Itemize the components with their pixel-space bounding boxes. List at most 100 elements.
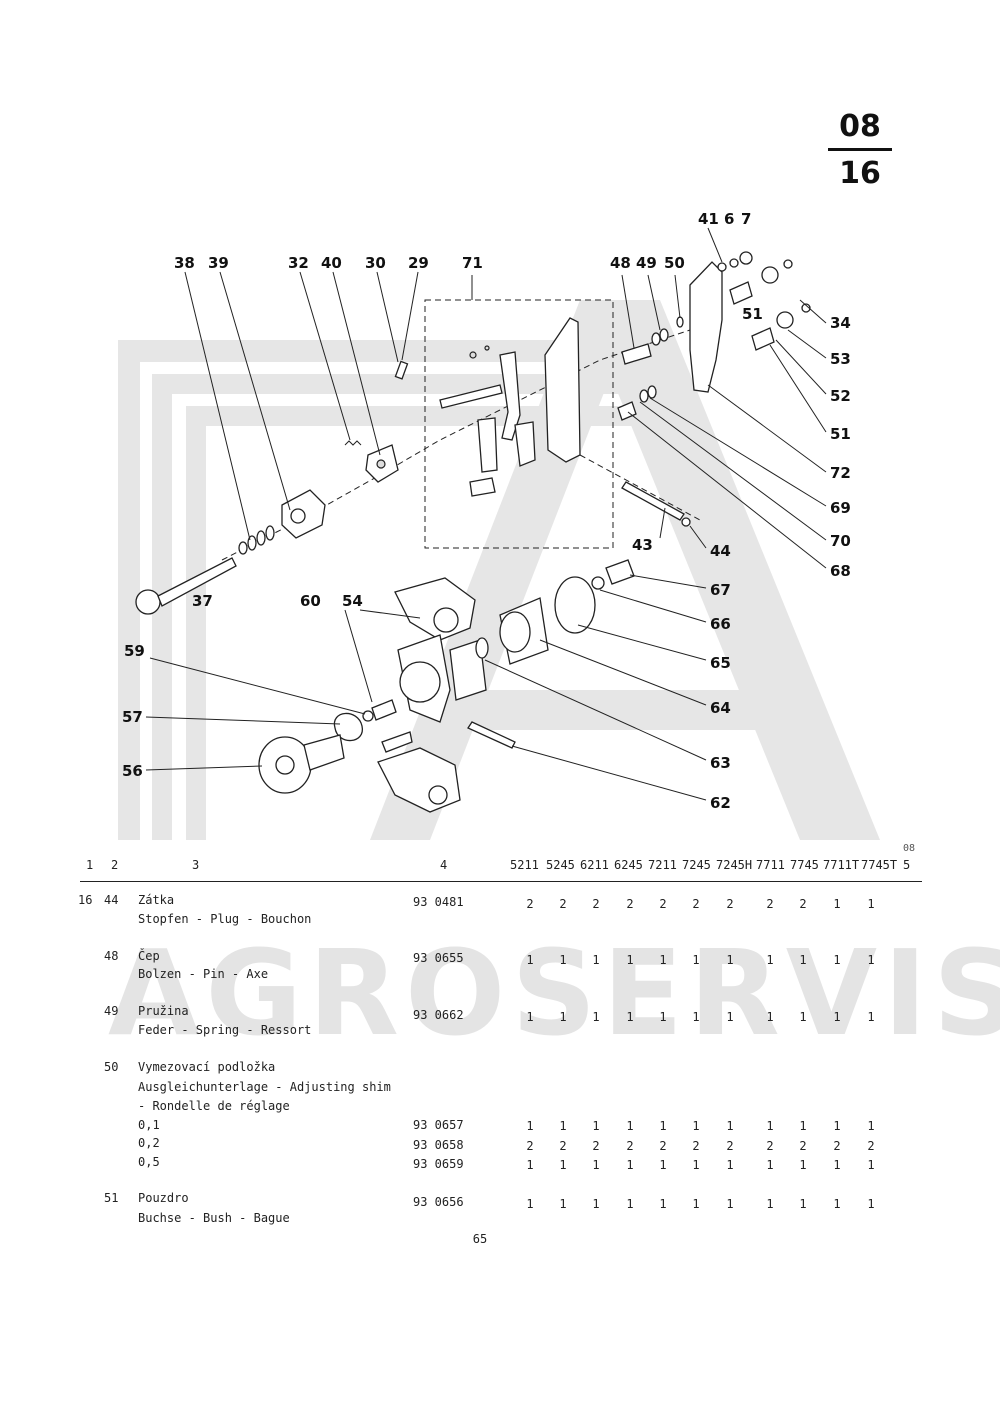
part-number: 93 0662 (413, 1008, 464, 1022)
quantity: 1 (867, 953, 875, 967)
part-name: Zátka (138, 893, 175, 907)
quantity: 2 (626, 897, 634, 911)
quantity: 2 (799, 897, 807, 911)
callout-labels: 38 39 32 40 30 29 71 48 49 50 41 6 7 34 … (122, 210, 851, 812)
quantity: 1 (592, 1158, 600, 1172)
part-description: Buchse - Bush - Bague (138, 1211, 290, 1225)
corner-mark: 08 (903, 843, 916, 854)
quantity: 1 (626, 953, 634, 967)
callout: 6 (724, 210, 734, 228)
assembly-axis-line-2 (579, 454, 701, 521)
callout: 57 (122, 708, 143, 726)
shim-size: 0,5 (138, 1155, 160, 1169)
lever-assembly-parts (439, 317, 581, 497)
callout: 53 (830, 350, 851, 368)
quantity: 1 (799, 1119, 807, 1133)
quantity: 1 (833, 1119, 841, 1133)
model-header: 7745T (861, 858, 898, 872)
part-number: 93 0655 (413, 951, 464, 965)
callout: 56 (122, 762, 143, 780)
callout: 50 (664, 254, 685, 272)
callout: 63 (710, 754, 731, 772)
quantity: 1 (867, 1010, 875, 1024)
shim-size: 0,1 (138, 1118, 160, 1132)
nut-washer-parts (717, 251, 811, 329)
callout: 60 (300, 592, 321, 610)
section-number-divider (828, 148, 892, 151)
position-number: 16 (78, 893, 93, 907)
item-number: 50 (104, 1060, 119, 1074)
callout: 69 (830, 499, 851, 517)
quantity: 2 (766, 897, 774, 911)
quantity: 1 (659, 1010, 667, 1024)
quantity: 1 (726, 1197, 734, 1211)
quantity: 2 (726, 897, 734, 911)
model-header: 5245 (546, 858, 575, 872)
quantity: 1 (559, 1197, 567, 1211)
quantity: 2 (766, 1139, 774, 1153)
quantity: 2 (626, 1139, 634, 1153)
model-header: 5211 (510, 858, 539, 872)
model-header: 7711 (756, 858, 785, 872)
quantity: 2 (526, 897, 534, 911)
quantity: 1 (626, 1197, 634, 1211)
quantity: 2 (692, 897, 700, 911)
bolt-part (135, 557, 237, 615)
callout: 59 (124, 642, 145, 660)
quantity: 1 (867, 1197, 875, 1211)
model-header: 7745 (790, 858, 819, 872)
part-description: Bolzen - Pin - Axe (138, 967, 269, 981)
quantity: 1 (766, 1010, 774, 1024)
column-label-4: 4 (440, 858, 448, 872)
quantity: 1 (833, 953, 841, 967)
part-description-2: - Rondelle de réglage (138, 1099, 290, 1113)
leader-lines (145, 227, 827, 801)
quantity: 1 (692, 1119, 700, 1133)
quantity: 1 (833, 1158, 841, 1172)
watermark-text: AGROSERVIS (108, 924, 1000, 1062)
callout: 68 (830, 562, 851, 580)
callout: 64 (710, 699, 731, 717)
quantity: 1 (833, 897, 841, 911)
shim-size: 0,2 (138, 1136, 160, 1150)
callout: 70 (830, 532, 851, 550)
quantity: 1 (726, 1010, 734, 1024)
quantity: 2 (559, 1139, 567, 1153)
quantity: 1 (526, 1119, 534, 1133)
quantity: 2 (799, 1139, 807, 1153)
quantity: 2 (659, 1139, 667, 1153)
model-header: 6211 (580, 858, 609, 872)
quantity: 1 (559, 953, 567, 967)
callout: 32 (288, 254, 309, 272)
callout: 29 (408, 254, 429, 272)
quantity: 1 (659, 953, 667, 967)
callout: 51 (742, 305, 763, 323)
callout: 39 (208, 254, 229, 272)
quantity: 1 (833, 1197, 841, 1211)
part-number: 93 0657 (413, 1118, 464, 1132)
callout: 38 (174, 254, 195, 272)
callout: 34 (830, 314, 851, 332)
quantity: 1 (626, 1158, 634, 1172)
callout: 7 (741, 210, 751, 228)
quantity: 1 (526, 953, 534, 967)
section-number: 08 16 (828, 112, 892, 189)
quantity: 1 (833, 1010, 841, 1024)
column-label-2: 2 (111, 858, 119, 872)
column-label-5: 5 (903, 858, 911, 872)
quantity: 1 (867, 1119, 875, 1133)
part-number: 93 0658 (413, 1138, 464, 1152)
quantity: 2 (867, 1139, 875, 1153)
quantity: 1 (766, 1197, 774, 1211)
callout: 43 (632, 536, 653, 554)
section-number-bottom: 16 (839, 156, 881, 191)
part-description: Stopfen - Plug - Bouchon (138, 912, 312, 926)
part-name: Vymezovací podložka (138, 1060, 276, 1074)
quantity: 1 (799, 953, 807, 967)
quantity: 1 (559, 1010, 567, 1024)
quantity: 2 (592, 1139, 600, 1153)
quantity: 1 (559, 1158, 567, 1172)
quantity: 1 (592, 1119, 600, 1133)
item-number: 51 (104, 1191, 119, 1205)
section-number-top: 08 (839, 109, 881, 144)
